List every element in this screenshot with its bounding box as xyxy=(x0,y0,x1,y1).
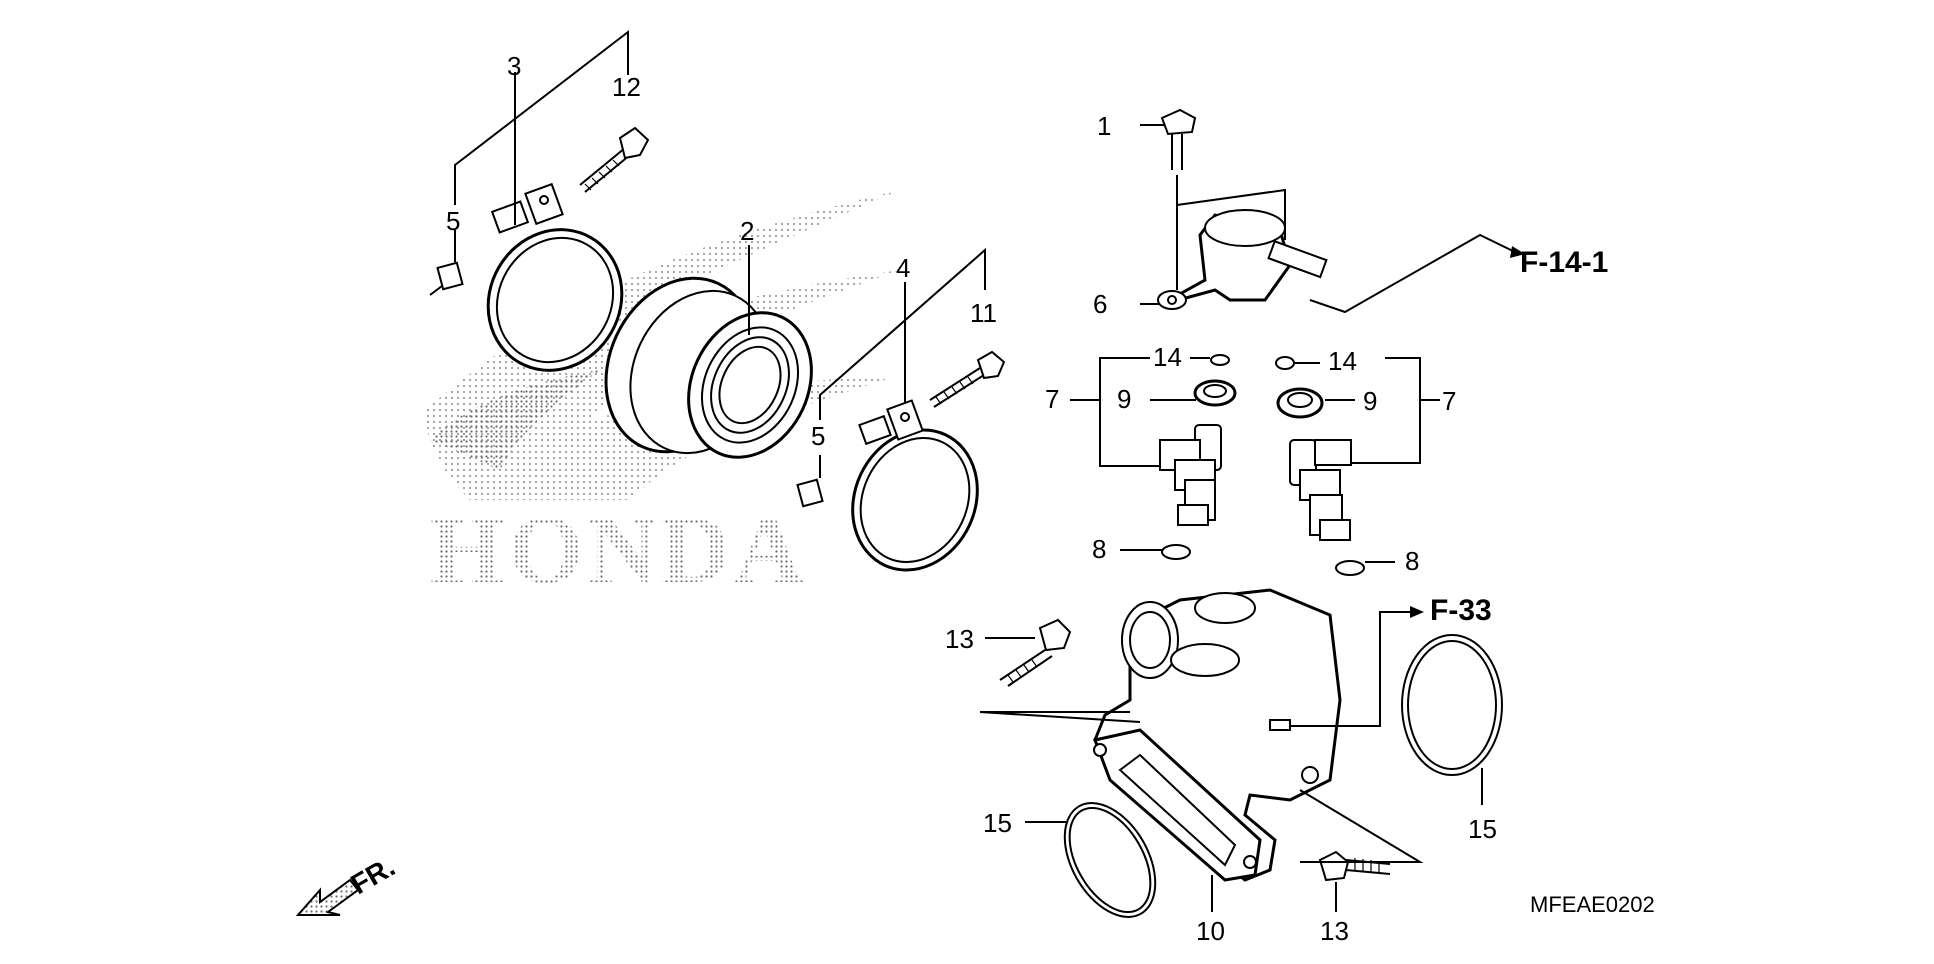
callout-14-right: 14 xyxy=(1328,346,1357,376)
callout-9-right: 9 xyxy=(1363,386,1377,416)
connecting-tube xyxy=(604,276,813,459)
callout-5-upper: 5 xyxy=(446,206,460,236)
callout-1: 1 xyxy=(1097,111,1111,141)
o-ring-right xyxy=(1401,634,1503,805)
callout-14-left: 14 xyxy=(1153,342,1182,372)
nut-lower xyxy=(796,478,824,508)
bolt-13-upper xyxy=(979,618,1141,723)
callout-8-right: 8 xyxy=(1405,546,1419,576)
o-ring-left xyxy=(1025,802,1157,918)
callout-5-lower: 5 xyxy=(811,421,825,451)
callout-13-upper: 13 xyxy=(945,624,974,654)
clamp-band-upper xyxy=(486,182,624,372)
callout-15-right: 15 xyxy=(1468,814,1497,844)
callout-10: 10 xyxy=(1196,916,1225,946)
ref-f33: F-33 xyxy=(1430,594,1492,627)
callout-7-right: 7 xyxy=(1442,386,1456,416)
callout-8-left: 8 xyxy=(1092,534,1106,564)
callout-12: 12 xyxy=(612,72,641,102)
callout-9-left: 9 xyxy=(1117,384,1131,414)
callout-15-left: 15 xyxy=(983,808,1012,838)
clamp-band-lower xyxy=(851,399,979,572)
callout-11: 11 xyxy=(970,298,997,328)
injector-left xyxy=(1070,354,1237,560)
callout-3: 3 xyxy=(507,51,521,81)
drawing-code: MFEAE0202 xyxy=(1530,892,1655,917)
callout-2: 2 xyxy=(740,216,754,246)
callout-13-lower: 13 xyxy=(1320,916,1349,946)
ref-f14-1: F-14-1 xyxy=(1520,246,1608,279)
callout-4: 4 xyxy=(896,253,910,283)
nut-upper xyxy=(429,261,464,296)
callout-6: 6 xyxy=(1093,289,1107,319)
callout-7-left: 7 xyxy=(1045,384,1059,414)
front-arrow-icon xyxy=(295,878,360,916)
bolt-13-lower xyxy=(1299,789,1424,912)
honda-watermark-text: HONDA xyxy=(430,496,807,603)
bolt-11 xyxy=(929,350,1006,408)
bolt-12 xyxy=(579,126,650,193)
injector-right xyxy=(1275,356,1440,576)
throttle-body xyxy=(1092,588,1424,912)
sensor-assembly xyxy=(1140,108,1525,314)
leaders-left xyxy=(454,29,986,478)
